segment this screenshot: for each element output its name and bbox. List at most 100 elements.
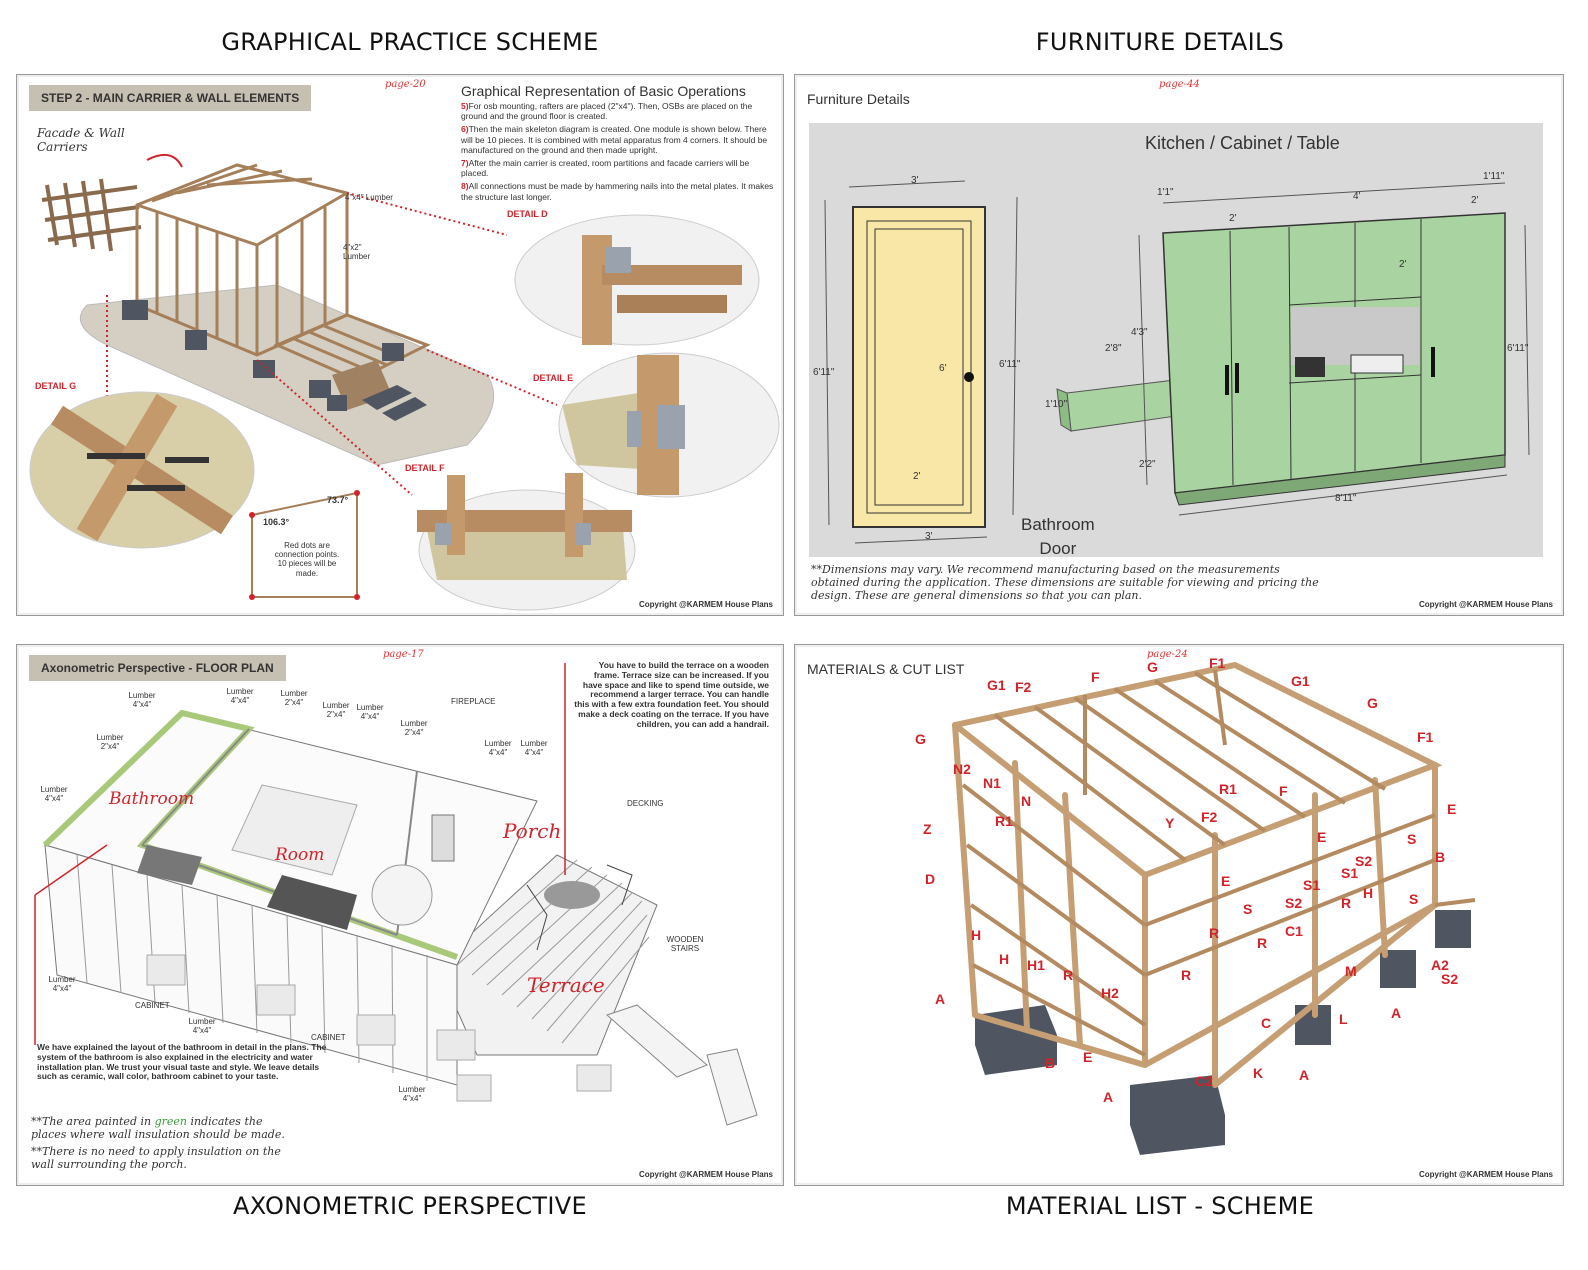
dim-cab-height: 6'11" — [1507, 343, 1529, 354]
part-label: K — [1253, 1065, 1264, 1081]
lumber-label: Lumber 4"x4" — [226, 687, 254, 706]
copyright: Copyright @KARMEM House Plans — [1418, 600, 1553, 609]
dim-cab-g: 4'3" — [1131, 327, 1148, 338]
copyright: Copyright @KARMEM House Plans — [638, 1170, 773, 1179]
dim-door-top: 3' — [911, 175, 919, 186]
part-label: F2 — [1201, 809, 1218, 825]
lumber-label-b: 4"x2" Lumber — [343, 243, 371, 262]
green-note-text: **The area painted in — [31, 1115, 152, 1128]
part-label: R1 — [995, 813, 1013, 829]
angle-label-a: 106.3° — [263, 517, 290, 527]
detail-f-label: DETAIL F — [405, 463, 445, 473]
part-label: R — [1181, 967, 1192, 983]
part-label: S — [1409, 891, 1419, 907]
part-label: B — [1435, 849, 1446, 865]
part-label: F2 — [1015, 679, 1032, 695]
ops-item: 7)After the main carrier is created, roo… — [461, 157, 750, 179]
part-label: H2 — [1101, 985, 1119, 1001]
part-label: H — [971, 927, 982, 943]
part-label: C — [1261, 1015, 1272, 1031]
part-label: G — [1147, 659, 1158, 675]
dim-cab-a: 1'1" — [1157, 187, 1174, 198]
part-label: A — [935, 991, 946, 1007]
dim-cab-b: 2' — [1229, 213, 1237, 224]
part-label: F — [1091, 669, 1100, 685]
door-label-line: Door — [1039, 538, 1077, 558]
floorplan-banner: Axonometric Perspective - FLOOR PLAN — [29, 655, 286, 681]
title-furniture-details: FURNITURE DETAILS — [1035, 28, 1285, 56]
copyright: Copyright @KARMEM House Plans — [638, 600, 773, 609]
part-label: S2 — [1441, 971, 1459, 987]
lumber-label: Lumber 2"x4" — [96, 733, 124, 752]
copyright: Copyright @KARMEM House Plans — [1418, 1170, 1553, 1179]
part-label: E — [1221, 873, 1231, 889]
dim-cab-e: 1'11" — [1483, 171, 1505, 182]
detail-d-label: DETAIL D — [507, 209, 548, 219]
part-label: A — [1299, 1067, 1310, 1083]
furniture-heading: Furniture Details — [807, 91, 910, 107]
part-label: S2 — [1355, 853, 1373, 869]
facade-note: Facade & Wall Carriers — [37, 126, 125, 154]
part-label: H — [999, 951, 1010, 967]
part-label: Z — [923, 821, 932, 837]
floorplan-drawing — [34, 663, 758, 1126]
part-label: S1 — [1341, 865, 1359, 881]
dim-cab-h: 2'8" — [1105, 343, 1122, 354]
sheet-materials: page-24 MATERIALS & CUT LIST — [794, 644, 1564, 1186]
part-label: S — [1243, 901, 1253, 917]
part-label: H — [1363, 885, 1374, 901]
detail-g-label: DETAIL G — [35, 381, 77, 391]
terrace-note: You have to build the terrace on a woode… — [574, 660, 769, 729]
part-label: G1 — [1291, 673, 1310, 689]
lumber-label: Lumber 4"x4" — [128, 691, 156, 710]
part-label: B — [1045, 1055, 1056, 1071]
dots-note: Red dots are connection points. 10 piece… — [274, 541, 340, 578]
lumber-label: Lumber 4"x4" — [188, 1017, 216, 1036]
sheet-furniture-details: page-44 Furniture Details Kitchen / Cabi… — [794, 74, 1564, 616]
ops-item: 5)For osb mounting, rafters are placed (… — [461, 101, 753, 122]
room-label-terrace: Terrace — [527, 973, 605, 997]
green-note: **The area painted in green indicates th… — [31, 1115, 291, 1141]
door-label-line: Bathroom — [1021, 515, 1095, 534]
ops-list: 5)For osb mounting, rafters are placed (… — [461, 101, 777, 205]
part-label: A — [1103, 1089, 1114, 1105]
lumber-label: Lumber 2"x4" — [400, 719, 428, 738]
part-label: N2 — [953, 761, 971, 777]
part-label: C2 — [1195, 1073, 1213, 1089]
part-label: S1 — [1303, 877, 1321, 893]
title-material-list: MATERIAL LIST - SCHEME — [1005, 1192, 1315, 1220]
part-label: C1 — [1285, 923, 1303, 939]
ops-title: Graphical Representation of Basic Operat… — [461, 83, 746, 99]
part-label: F1 — [1417, 729, 1434, 745]
materials-heading: MATERIALS & CUT LIST — [807, 661, 965, 677]
porch-note: **There is no need to apply insulation o… — [31, 1145, 281, 1172]
part-label: E — [1447, 801, 1457, 817]
part-label: A2 — [1431, 957, 1449, 973]
part-label: R — [1257, 935, 1268, 951]
title-graphical-practice: GRAPHICAL PRACTICE SCHEME — [221, 28, 599, 56]
ops-item: 6)Then the main skeleton diagram is crea… — [461, 124, 768, 155]
part-label: R1 — [1219, 781, 1237, 797]
part-label: M — [1345, 963, 1357, 979]
room-label-room: Room — [275, 845, 325, 865]
room-label-bathroom: Bathroom — [109, 789, 195, 809]
green-word: green — [154, 1115, 187, 1128]
lumber-label: Lumber 2"x4" — [322, 701, 350, 720]
wooden-stairs-label: WOODEN STAIRS — [666, 935, 704, 954]
lumber-label: Lumber 4"x4" — [356, 703, 384, 722]
detail-e-label: DETAIL E — [533, 373, 574, 383]
dim-door-right: 6'11" — [999, 359, 1021, 370]
angle-label-b: 73.7° — [327, 495, 349, 505]
part-label: E — [1083, 1049, 1093, 1065]
dim-cab-total: 8'11" — [1335, 493, 1357, 504]
page-number: page-17 — [383, 649, 424, 660]
room-label-porch: Porch — [503, 819, 562, 843]
cabinet-label: CABINET — [135, 1001, 170, 1010]
dim-cab-j: 2'2" — [1139, 459, 1156, 470]
bathroom-note: We have explained the layout of the bath… — [37, 1042, 327, 1082]
part-label: G — [1367, 695, 1378, 711]
page-number: page-24 — [1147, 649, 1188, 660]
part-label: G1 — [987, 677, 1006, 693]
dim-door-inner-h: 6' — [939, 363, 947, 374]
part-label: R — [1063, 967, 1074, 983]
